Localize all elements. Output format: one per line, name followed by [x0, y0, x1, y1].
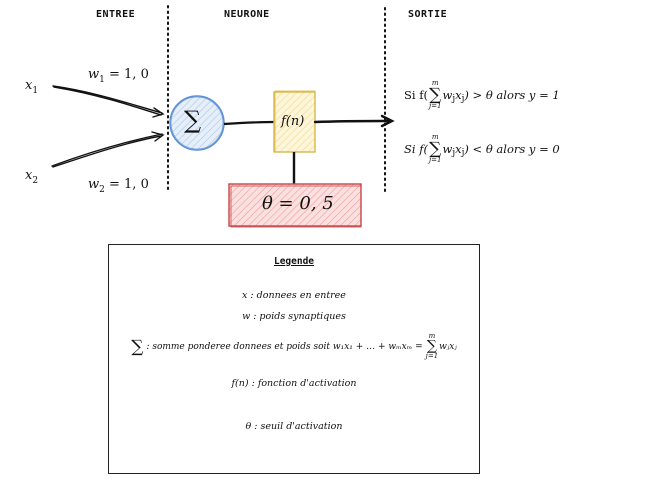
legend-title: Legende	[273, 256, 315, 267]
weight-label-w2: w2 = 1, 0	[88, 177, 149, 195]
legend-sum-term: wⱼxⱼ	[439, 341, 457, 352]
input-label-x1: x1	[25, 78, 39, 96]
legend-item-w: w : poids synaptiques	[242, 311, 346, 322]
sum-symbol: ∑	[184, 106, 202, 134]
input-arrow-2	[51, 131, 165, 168]
legend-sum-symbol: ∑	[131, 336, 144, 357]
sum-to-activation-line	[223, 120, 275, 126]
header-sortie: SORTIE	[408, 9, 448, 20]
header-entree: ENTREE	[96, 9, 136, 20]
legend-sum-text: : somme ponderee donnees et poids soit w…	[146, 341, 423, 352]
threshold-label: θ = 0, 5	[262, 193, 334, 214]
input-label-x2: x2	[25, 168, 39, 186]
input-arrow-1	[52, 85, 165, 118]
legend-item-theta: θ : seuil d'activation	[245, 421, 343, 432]
activation-node	[273, 91, 316, 153]
header-neurone: NEURONE	[224, 9, 270, 20]
legend-item-f: f(n) : fonction d'activation	[231, 378, 357, 389]
legend-item-x: x : donnees en entree	[242, 290, 346, 301]
legend-box: Legende x : donnees en entree w : poids …	[108, 244, 480, 474]
threshold-node	[228, 183, 362, 227]
output-arrow	[313, 114, 395, 128]
weight-label-w1: w1 = 1, 0	[88, 67, 149, 85]
activation-label: f(n)	[281, 114, 305, 129]
legend-item-sum: ∑ : somme ponderee donnees et poids soit…	[131, 332, 457, 361]
